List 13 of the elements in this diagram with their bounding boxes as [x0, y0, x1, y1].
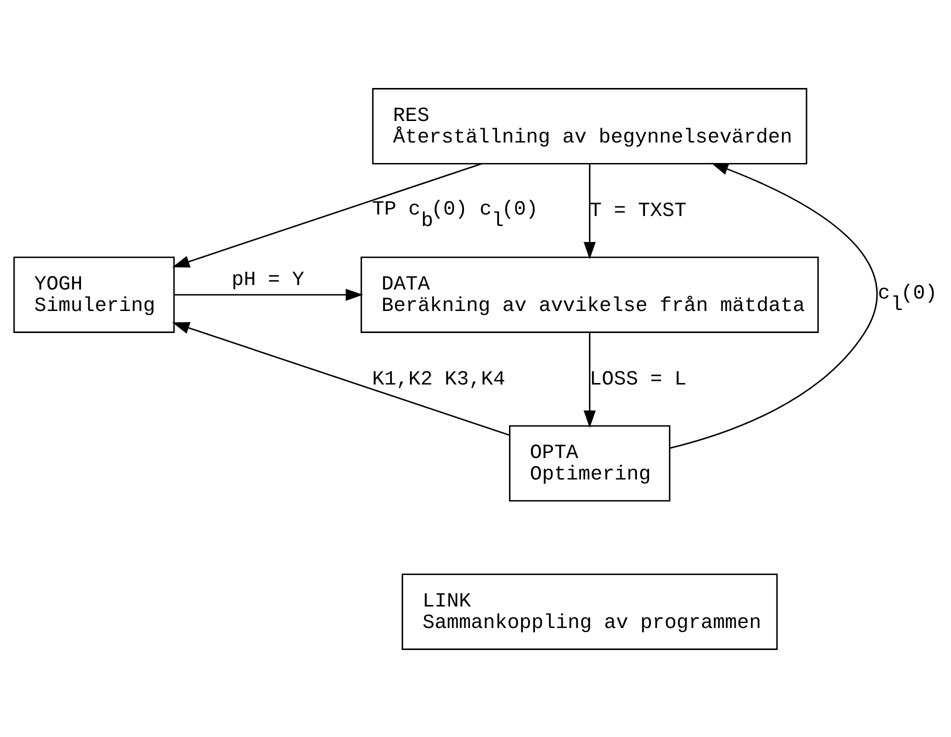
arrow	[172, 162, 482, 267]
arrow	[584, 332, 596, 428]
node-box: DATA Beräkning av avvikelse från mätdata	[360, 256, 819, 332]
arrow	[172, 322, 510, 436]
edge-label: LOSS = L	[590, 368, 686, 391]
node-box: YOGH Simulering	[13, 256, 175, 332]
edge-label: pH = Y	[232, 268, 304, 292]
arrow	[670, 162, 878, 448]
edge-label: K1,K2 K3,K4	[372, 368, 506, 391]
node-box: OPTA Optimering	[509, 424, 670, 502]
node-box: RES Återställning av begynnelsevärden	[372, 88, 808, 164]
arrow	[174, 288, 364, 300]
node-box: LINK Sammankoppling av programmen	[402, 573, 778, 650]
